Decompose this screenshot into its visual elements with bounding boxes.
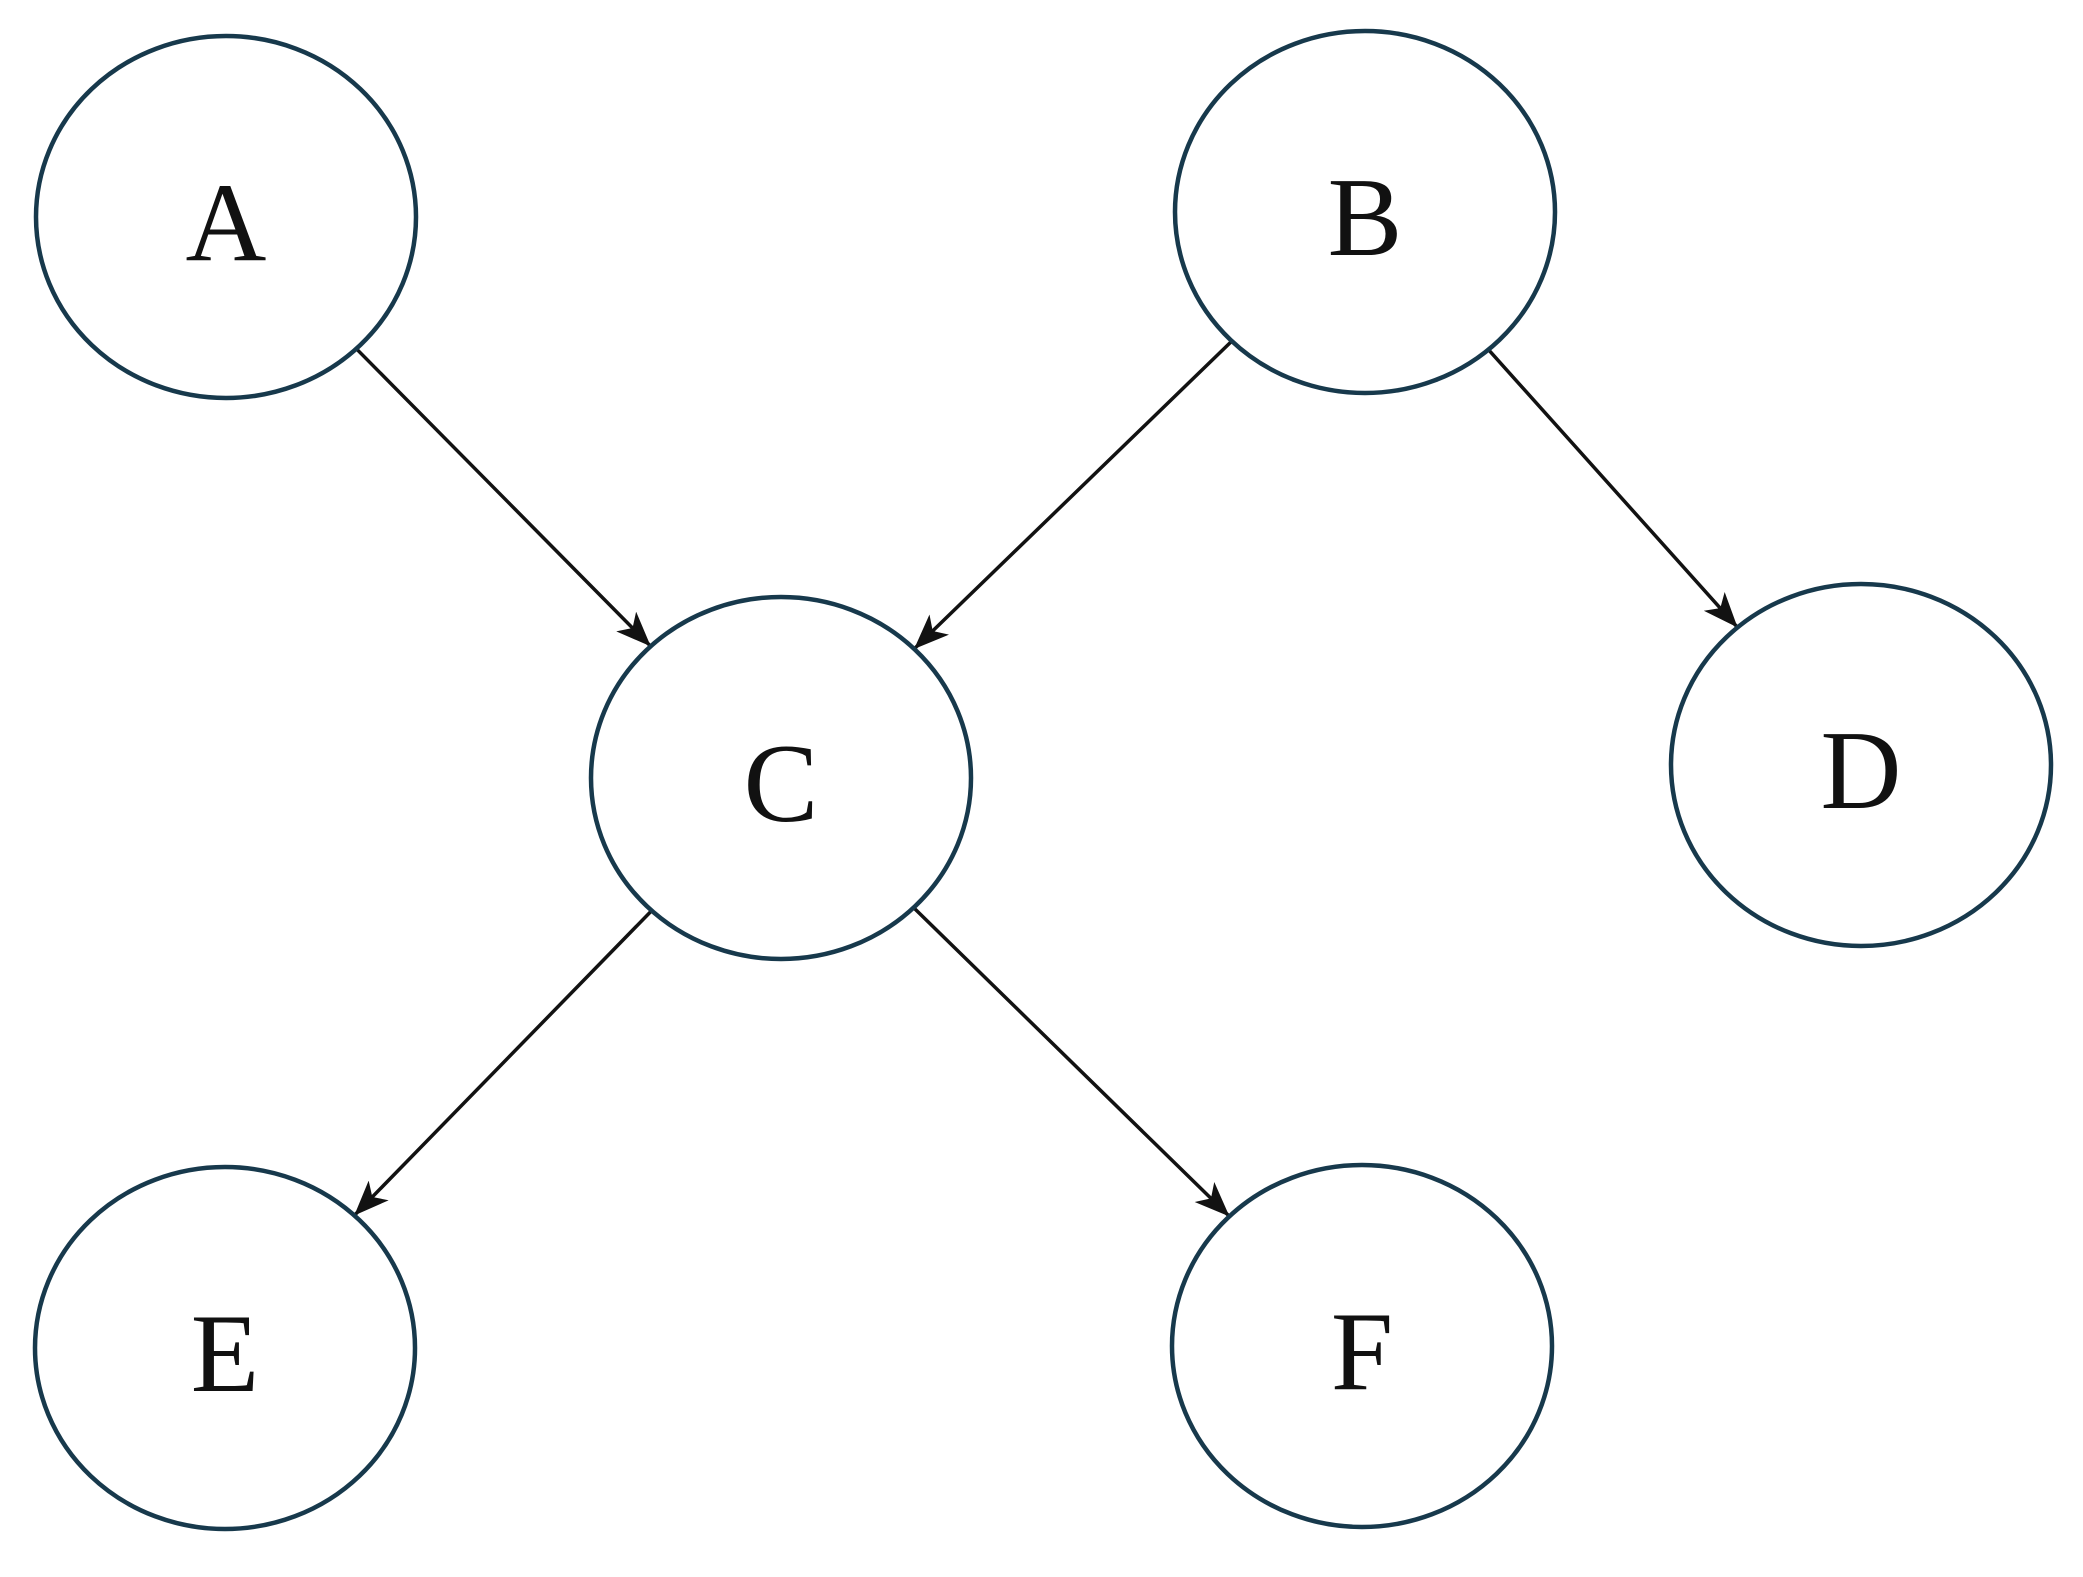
node-A: A — [33, 33, 419, 401]
node-label-D: D — [1821, 709, 1902, 833]
node-F: F — [1169, 1162, 1555, 1530]
node-E: E — [32, 1164, 418, 1532]
node-label-C: C — [744, 722, 819, 846]
node-C: C — [588, 594, 974, 962]
node-B: B — [1172, 28, 1558, 396]
node-circle-B — [1172, 28, 1558, 396]
node-label-B: B — [1328, 156, 1403, 280]
node-circle-E — [32, 1164, 418, 1532]
edge-C-E — [354, 909, 653, 1216]
edge-A-C — [355, 347, 651, 647]
nodes-layer: A B C D E F — [32, 28, 2054, 1532]
edge-B-D — [1487, 348, 1738, 628]
edges-layer — [354, 339, 1738, 1217]
node-label-E: E — [191, 1292, 259, 1416]
node-label-F: F — [1331, 1290, 1393, 1414]
edge-B-C — [914, 339, 1234, 649]
node-circle-C — [588, 594, 974, 962]
node-label-A: A — [186, 161, 267, 285]
node-circle-D — [1668, 581, 2054, 949]
node-circle-A — [33, 33, 419, 401]
edge-C-F — [912, 906, 1230, 1217]
node-circle-F — [1169, 1162, 1555, 1530]
node-D: D — [1668, 581, 2054, 949]
